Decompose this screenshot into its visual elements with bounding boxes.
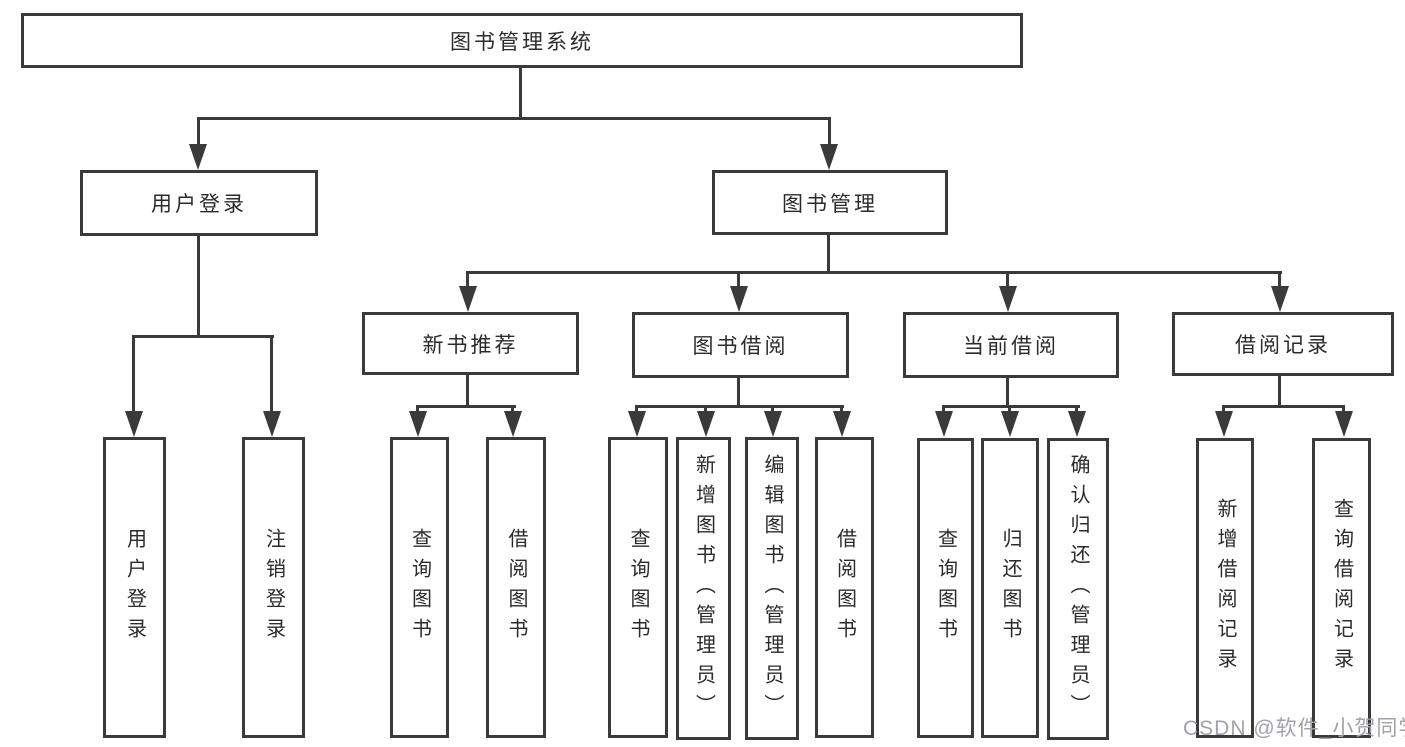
arrow-to-leaf [125,411,143,437]
connector-stub [771,408,774,413]
leaf-bb-edit-books-admin: 编辑图书（管理员） [745,437,799,740]
node-current-borrow-label: 当前借阅 [963,335,1059,358]
arrow-to-leaf [263,411,281,437]
leaf-br-add-record: 新增借阅记录 [1196,438,1254,738]
leaf-label: 用户登录 [123,527,146,648]
connector-level2-bar [197,117,831,120]
arrow-to-leaf [697,411,715,437]
leaf-label: 新增图书（管理员） [692,453,715,724]
leaf-label: 借阅图书 [833,527,856,648]
arrow-to-borrow-record [1271,286,1289,312]
arrow-to-user-login [189,144,207,170]
node-book-mgmt: 图书管理 [712,170,948,235]
connector-stub [704,408,707,413]
connector-stub [1075,408,1078,413]
arrow-to-leaf [628,411,646,437]
arrow-to-leaf [1068,411,1086,437]
leaf-bb-query-books: 查询图书 [608,437,668,738]
connector-stub [1342,408,1345,413]
node-current-borrow: 当前借阅 [903,312,1119,378]
leaf-logout: 注销登录 [242,437,305,738]
arrow-to-current-borrow [999,286,1017,312]
connector-stub [132,338,135,412]
leaf-label: 编辑图书（管理员） [761,453,783,724]
leaf-br-query-record: 查询借阅记录 [1312,438,1371,738]
node-borrow-record: 借阅记录 [1172,312,1394,376]
connector-stub [466,274,469,288]
arrow-to-leaf [764,411,782,437]
arrow-to-leaf [1215,411,1233,437]
leaf-nb-borrow-books: 借阅图书 [486,437,546,738]
leaf-cb-confirm-return-admin: 确认归还（管理员） [1047,438,1109,740]
node-user-login: 用户登录 [80,170,318,236]
node-new-book: 新书推荐 [362,312,579,375]
node-new-book-label: 新书推荐 [422,333,519,357]
connector-stub [840,408,843,413]
arrow-to-leaf [504,411,522,437]
leaf-user-login: 用户登录 [103,437,166,738]
leaf-label: 查询借阅记录 [1330,498,1353,678]
connector-stub [1222,408,1225,413]
arrow-to-leaf [1335,411,1353,437]
connector-stub [1006,274,1009,288]
node-user-login-label: 用户登录 [151,193,247,216]
arrow-to-leaf [833,411,851,437]
connector-book-borrow-bar [635,405,844,408]
connector-user-login-down [197,236,200,337]
connector-stub [942,408,945,413]
connector-book-mgmt-down [827,235,830,274]
connector-stub [1278,274,1281,288]
node-root-label: 图书管理系统 [450,30,594,54]
leaf-cb-query-books: 查询图书 [917,438,974,738]
connector-current-borrow-bar [942,405,1080,408]
csdn-watermark: CSDN @软件_小贺同学 [1183,717,1405,740]
connector-stub [416,408,419,413]
leaf-label: 归还图书 [999,528,1021,648]
leaf-label: 查询图书 [408,527,431,648]
connector-book-borrow-down [737,378,740,407]
connector-borrow-record-bar [1222,405,1345,408]
connector-new-book-down [466,375,469,407]
arrow-to-leaf [1001,411,1019,437]
node-book-mgmt-label: 图书管理 [782,192,878,216]
arrow-to-book-borrow [730,286,748,312]
connector-level3-bar [466,271,1282,274]
connector-stub [1008,408,1011,413]
connector-stub [270,338,273,412]
arrow-to-new-book [459,286,477,312]
node-borrow-record-label: 借阅记录 [1235,334,1331,357]
leaf-label: 查询图书 [627,527,649,648]
connector-stub [737,274,740,288]
leaf-label: 借阅图书 [505,527,527,648]
leaf-bb-borrow-books: 借阅图书 [815,437,874,738]
connector-root-trunk [519,66,522,120]
leaf-label: 注销登录 [262,527,285,648]
leaf-nb-query-books: 查询图书 [390,437,449,738]
arrow-to-leaf [409,411,427,437]
leaf-cb-return-books: 归还图书 [981,438,1039,738]
node-book-borrow: 图书借阅 [632,312,849,378]
connector-current-borrow-down [1006,378,1009,407]
node-book-borrow-label: 图书借阅 [692,335,789,358]
connector-stub [635,408,638,413]
connector-borrow-record-down [1278,376,1281,407]
arrow-to-book-mgmt [820,144,838,170]
leaf-label: 新增借阅记录 [1214,498,1236,678]
connector-drop-user-login [197,120,200,146]
connector-user-login-bar [132,335,274,338]
connector-stub [511,408,514,413]
leaf-label: 确认归还（管理员） [1067,454,1089,724]
connector-new-book-bar [416,405,516,408]
leaf-label: 查询图书 [934,528,957,648]
leaf-bb-add-books-admin: 新增图书（管理员） [676,437,731,740]
node-root: 图书管理系统 [21,13,1023,68]
arrow-to-leaf [935,411,953,437]
connector-drop-book-mgmt [828,120,831,146]
